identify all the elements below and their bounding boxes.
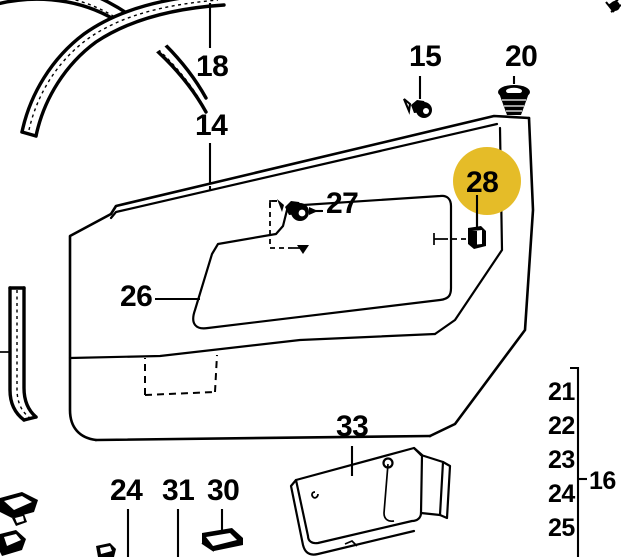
callout-28[interactable]: 28 [466, 166, 499, 199]
callout-30[interactable]: 30 [207, 474, 240, 507]
callout-24[interactable]: 24 [110, 474, 144, 507]
callout-20[interactable]: 20 [505, 40, 538, 73]
speaker-grille-cutout-part [144, 354, 218, 396]
callout-33[interactable]: 33 [336, 410, 369, 443]
callout-27[interactable]: 27 [326, 187, 359, 220]
callout-26[interactable]: 26 [120, 280, 153, 313]
lower-trim-pocket-33-part [289, 446, 452, 556]
clip-retainer-28-part [433, 226, 486, 249]
group-bracket-16 [570, 366, 587, 557]
bracket-member-24[interactable]: 24 [548, 480, 576, 508]
lower-left-clip-fragment [96, 543, 116, 557]
lower-left-trim-fragment [0, 492, 38, 556]
bracket-member-22[interactable]: 22 [548, 412, 575, 440]
screw-fastener-15-part [403, 98, 432, 118]
seal-fragment-top-right [605, 0, 621, 13]
armrest-pull-recess-part [192, 194, 453, 330]
window-seal-lower-curve-part [20, 0, 226, 138]
door-seal-vertical-part [0, 286, 38, 422]
callout-18[interactable]: 18 [196, 50, 229, 83]
screw-fastener-27-part [269, 199, 323, 254]
bracket-member-25[interactable]: 25 [548, 514, 576, 542]
wedge-block-30-part [201, 528, 243, 552]
callout-14[interactable]: 14 [195, 109, 229, 142]
callout-31[interactable]: 31 [162, 474, 195, 507]
highlight-circle-28 [453, 147, 521, 215]
callout-15[interactable]: 15 [409, 40, 442, 73]
bracket-member-23[interactable]: 23 [548, 446, 575, 474]
bracket-member-21[interactable]: 21 [548, 378, 576, 406]
bracket-group-16[interactable]: 16 [589, 467, 616, 495]
plug-cap-20-part [498, 85, 530, 115]
